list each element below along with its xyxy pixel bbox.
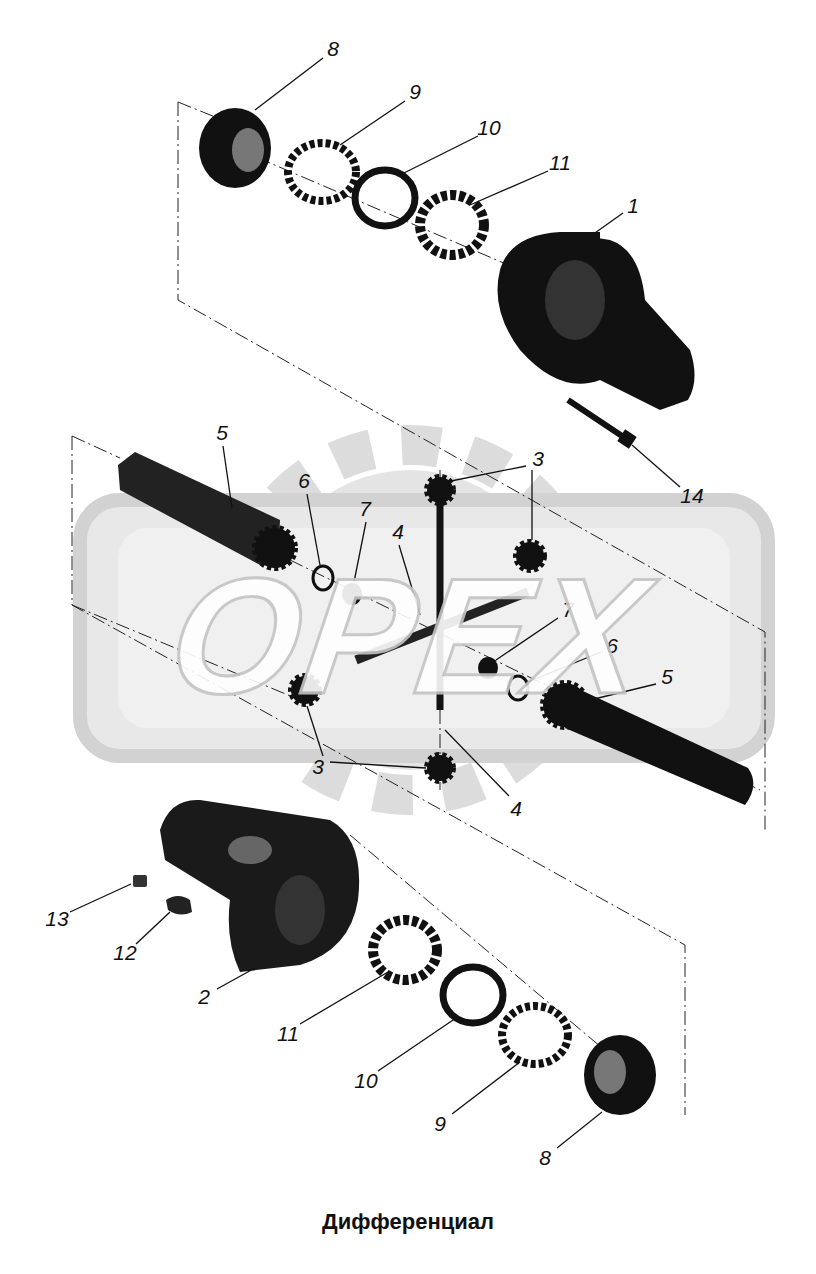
callout-number: 11 <box>549 152 571 173</box>
lock-plate-12 <box>166 896 192 915</box>
callout-number: 8 <box>539 1147 551 1168</box>
callout-number: 12 <box>113 942 136 963</box>
callout-number: 2 <box>198 986 210 1007</box>
disc-9-top <box>288 143 356 201</box>
callout-number: 6 <box>298 470 310 491</box>
watermark-text: OPEX <box>161 554 659 719</box>
disc-11-top <box>420 195 484 255</box>
callout-number: 4 <box>510 798 522 819</box>
callout-number: 1 <box>627 195 639 216</box>
caption: Дифференциал <box>322 1209 494 1235</box>
housing-2 <box>160 800 359 972</box>
callout-number: 9 <box>434 1113 446 1134</box>
callout-number: 3 <box>532 448 544 469</box>
bolt-14 <box>568 400 637 449</box>
callout-number: 3 <box>312 756 324 777</box>
disc-10-top <box>355 170 415 226</box>
callout-number: 10 <box>477 117 500 138</box>
callout-number: 5 <box>216 422 228 443</box>
axle-gear-5-left <box>118 452 295 568</box>
disc-11-bottom <box>373 920 437 980</box>
callout-number: 7 <box>359 498 371 519</box>
axis-lines <box>72 102 765 1115</box>
callout-number: 10 <box>354 1070 377 1091</box>
callout-number: 8 <box>327 38 339 59</box>
callout-number: 13 <box>45 908 68 929</box>
callout-number: 14 <box>680 485 703 506</box>
nut-13 <box>133 875 147 887</box>
ring-8-top <box>199 108 271 188</box>
leader-lines <box>70 58 680 1148</box>
callout-number: 11 <box>277 1023 299 1044</box>
housing-1 <box>498 232 695 410</box>
disc-10-bottom <box>443 967 503 1023</box>
ring-8-bottom <box>584 1035 656 1115</box>
callout-number: 5 <box>661 666 673 687</box>
disc-9-bottom <box>502 1006 568 1064</box>
callout-number: 9 <box>409 81 421 102</box>
callout-number: 4 <box>392 521 404 542</box>
